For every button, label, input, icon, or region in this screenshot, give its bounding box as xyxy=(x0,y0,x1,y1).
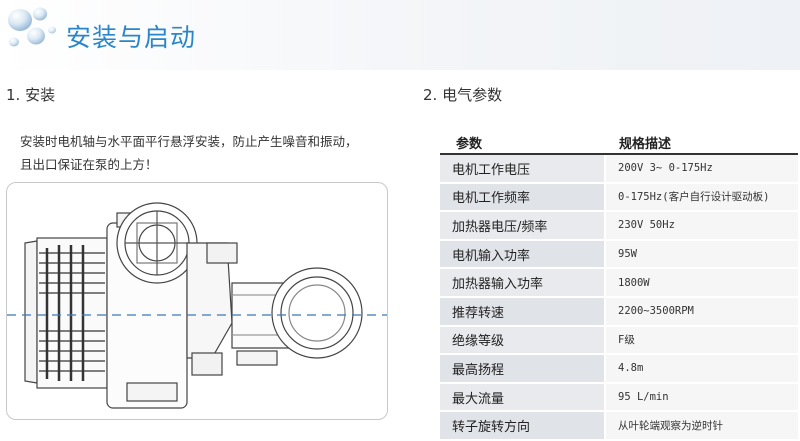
param-name: 电机工作频率 xyxy=(440,182,606,213)
water-drops-icon xyxy=(8,7,56,47)
param-value: 从叶轮端观察为逆时针 xyxy=(605,411,798,441)
table-header-row: 参数 规格描述 xyxy=(440,131,798,155)
param-value: 0-175Hz(客户自行设计驱动板) xyxy=(605,182,798,213)
param-value: 95 L/min xyxy=(605,382,798,413)
header-banner xyxy=(0,0,800,70)
param-name: 加热器输入功率 xyxy=(440,268,606,298)
electrical-heading: 2. 电气参数 xyxy=(423,86,503,104)
pump-diagram xyxy=(6,182,388,420)
param-name: 最高扬程 xyxy=(440,354,606,384)
table-row: 转子旋转方向 从叶轮端观察为逆时针 xyxy=(440,411,798,441)
table-row: 推荐转速 2200~3500RPM xyxy=(440,296,798,327)
param-name: 绝缘等级 xyxy=(440,325,606,356)
param-value: 230V 50Hz xyxy=(605,211,798,241)
param-name: 转子旋转方向 xyxy=(440,411,606,441)
param-name: 推荐转速 xyxy=(440,296,606,327)
param-value: 95W xyxy=(605,239,798,270)
instruction-line: 且出口保证在泵的上方！ xyxy=(20,157,158,172)
table-row: 最高扬程 4.8m xyxy=(440,354,798,384)
param-name: 电机输入功率 xyxy=(440,239,606,270)
instruction-line: 安装时电机轴与水平面平行悬浮安装，防止产生噪音和振动， xyxy=(20,134,358,149)
param-name: 电机工作电压 xyxy=(440,154,606,184)
param-value: 4.8m xyxy=(605,354,798,384)
table-row: 电机工作电压 200V 3~ 0-175Hz xyxy=(440,154,798,184)
table-row: 电机工作频率 0-175Hz(客户自行设计驱动板) xyxy=(440,182,798,213)
param-value: F级 xyxy=(605,325,798,356)
param-value: 1800W xyxy=(605,268,798,298)
param-name: 加热器电压/频率 xyxy=(440,211,606,241)
install-instructions: 安装时电机轴与水平面平行悬浮安装，防止产生噪音和振动， 且出口保证在泵的上方！ xyxy=(20,130,385,176)
column-header-param: 参数 xyxy=(440,131,605,155)
param-value: 2200~3500RPM xyxy=(605,296,798,327)
param-value: 200V 3~ 0-175Hz xyxy=(605,154,798,184)
column-header-spec: 规格描述 xyxy=(605,131,798,155)
table-row: 绝缘等级 F级 xyxy=(440,325,798,356)
table-row: 加热器输入功率 1800W xyxy=(440,268,798,298)
table-row: 电机输入功率 95W xyxy=(440,239,798,270)
pump-drawing xyxy=(7,202,387,409)
page-title: 安装与启动 xyxy=(66,23,197,52)
table-row: 加热器电压/频率 230V 50Hz xyxy=(440,211,798,241)
table-row: 最大流量 95 L/min xyxy=(440,382,798,413)
electrical-params-table: 参数 规格描述 电机工作电压 200V 3~ 0-175Hz 电机工作频率 0-… xyxy=(440,131,798,441)
param-name: 最大流量 xyxy=(440,382,606,413)
install-heading: 1. 安装 xyxy=(6,86,56,104)
